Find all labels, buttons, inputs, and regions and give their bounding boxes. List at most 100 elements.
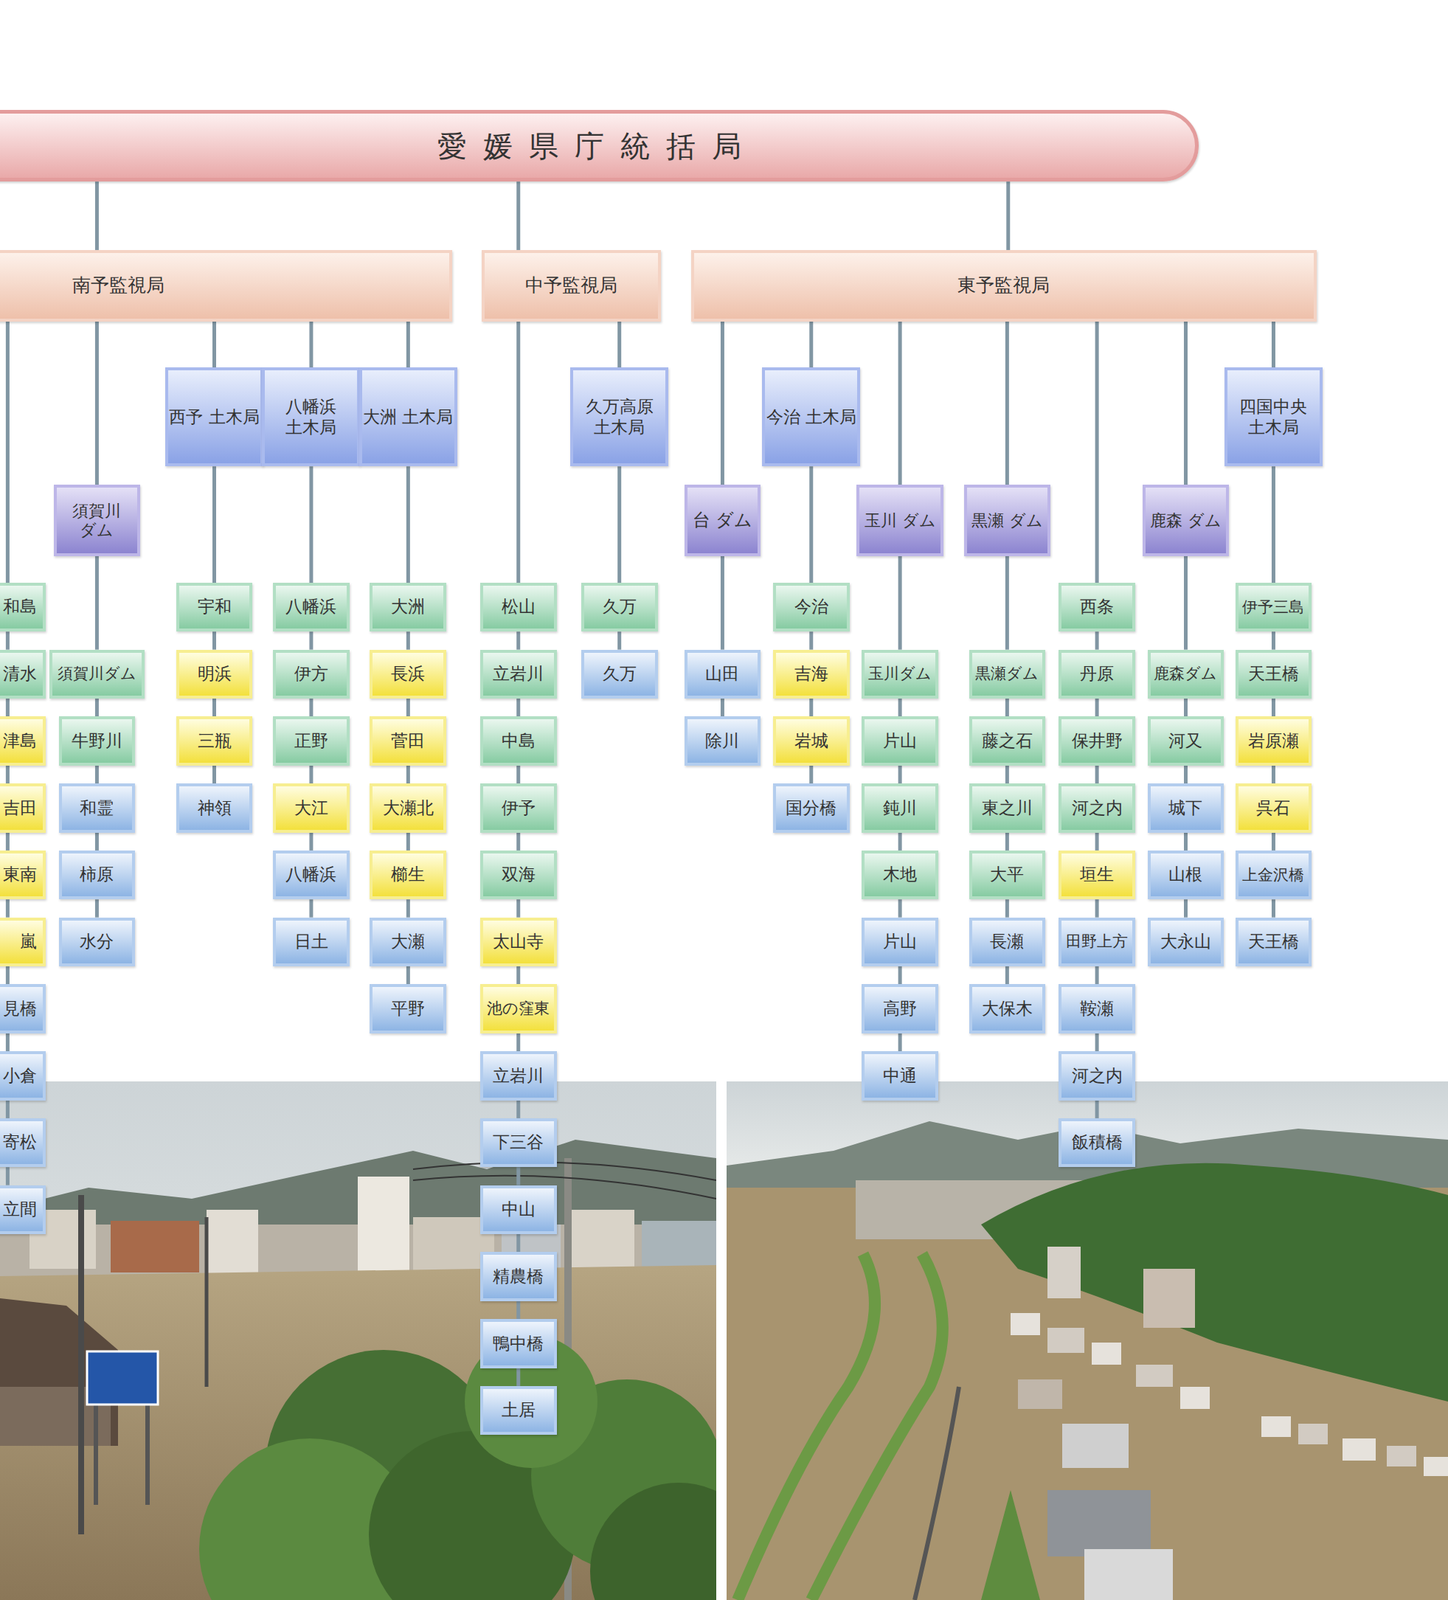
connector-line xyxy=(406,832,411,851)
connector-line xyxy=(898,321,903,485)
connector-line xyxy=(1271,765,1276,784)
node-label: 台 ダム xyxy=(692,509,754,532)
connector-line xyxy=(212,631,217,650)
node-label: 東南 xyxy=(2,864,37,886)
aerial-flood-photo xyxy=(726,1081,1448,1600)
node-label: 小倉 xyxy=(2,1065,37,1087)
station-box: 神領 xyxy=(176,783,254,833)
node-label: 神領 xyxy=(197,798,232,819)
connector-line xyxy=(95,832,99,851)
node-label: 東予監視局 xyxy=(957,274,1050,297)
connector-line xyxy=(898,1033,903,1052)
connector-line xyxy=(5,765,10,784)
grass xyxy=(981,1490,1041,1600)
node-label: 中予監視局 xyxy=(525,274,618,297)
wire xyxy=(413,1175,717,1199)
monitor-band: 東予監視局 xyxy=(691,250,1317,322)
station-box: 河之内 xyxy=(1058,1051,1136,1100)
station-box: 和霊 xyxy=(59,783,136,833)
node-label: 高野 xyxy=(882,998,917,1020)
node-label: 今治 xyxy=(794,596,829,618)
station-box: 玉川ダム xyxy=(861,649,939,699)
connector-line xyxy=(1005,765,1010,784)
connector-line xyxy=(898,966,903,985)
connector-line xyxy=(1271,899,1276,917)
node-label: 中山 xyxy=(501,1199,536,1221)
node-label: 吉田 xyxy=(2,798,37,819)
connector-line xyxy=(809,698,813,717)
station-box: 垣生 xyxy=(1058,850,1136,900)
station-box: 立岩川 xyxy=(480,649,557,699)
node-label: 城下 xyxy=(1168,798,1203,819)
station-box: 大保木 xyxy=(969,984,1046,1033)
house xyxy=(1010,1313,1041,1336)
node-label: 久万 xyxy=(602,663,637,685)
levee xyxy=(737,1253,875,1600)
building xyxy=(641,1220,717,1273)
station-box: 八幡浜 xyxy=(272,850,350,900)
node-label: 大洲 xyxy=(390,596,425,618)
utility-pole xyxy=(78,1194,85,1535)
node-label: 下三谷 xyxy=(492,1132,544,1153)
station-box: 正野 xyxy=(272,716,350,765)
station-box: 中島 xyxy=(480,716,557,765)
connector-line xyxy=(898,556,903,650)
connector-line xyxy=(406,765,411,784)
connector-line xyxy=(516,631,521,650)
station-box: 小倉 xyxy=(0,1051,46,1100)
node-label: 東之川 xyxy=(981,798,1033,819)
connector-line xyxy=(516,899,521,917)
connector-line xyxy=(1183,321,1188,485)
node-label: 鹿森ダム xyxy=(1153,664,1218,684)
connector-line xyxy=(5,966,10,985)
station-box: 寄松 xyxy=(0,1118,46,1167)
connector-line xyxy=(5,1033,10,1052)
utility-pole xyxy=(205,1217,209,1387)
street-flood-photo xyxy=(0,1081,717,1600)
connector-line xyxy=(5,832,10,851)
connector-line xyxy=(1005,698,1010,717)
sign-pole xyxy=(93,1404,99,1505)
node-label: 中通 xyxy=(882,1065,917,1087)
connector-line xyxy=(516,321,521,583)
connector-line xyxy=(1271,631,1276,650)
connector-line xyxy=(406,631,411,650)
station-box: 鹿森ダム xyxy=(1147,649,1225,699)
station-box: 木地 xyxy=(861,850,939,900)
house xyxy=(1062,1423,1129,1468)
node-label: 中島 xyxy=(501,731,536,752)
station-box: 柿原 xyxy=(59,850,136,900)
house xyxy=(1261,1416,1291,1437)
station-box: 藤之石 xyxy=(969,716,1046,765)
station-box: 津島 xyxy=(0,716,46,765)
node-label: 鞍瀬 xyxy=(1079,998,1114,1020)
station-box: 山田 xyxy=(684,649,762,699)
node-label: 丹原 xyxy=(1079,663,1114,685)
building xyxy=(206,1209,259,1277)
station-box: 立間 xyxy=(0,1185,46,1235)
station-box: 山根 xyxy=(1147,850,1225,900)
node-label: 寄松 xyxy=(2,1132,37,1153)
node-label: 西予 土木局 xyxy=(168,406,259,428)
node-label: 立岩川 xyxy=(492,1065,544,1087)
node-label: 池の窪東 xyxy=(486,999,550,1018)
station-box: 太山寺 xyxy=(480,917,557,967)
station-box: 除川 xyxy=(684,716,762,765)
node-label: 松山 xyxy=(501,596,536,618)
connector-line xyxy=(5,1100,10,1119)
connector-line xyxy=(309,466,313,583)
station-box: 立岩川 xyxy=(480,1051,557,1100)
house xyxy=(1342,1438,1376,1461)
connector-line xyxy=(617,466,622,583)
connector-line xyxy=(516,1368,521,1387)
node-label: 牛野川 xyxy=(71,731,123,752)
node-label: 正野 xyxy=(294,731,329,752)
connector-line xyxy=(5,899,10,917)
station-box: 飯積橋 xyxy=(1058,1118,1136,1167)
connector-line xyxy=(516,1301,521,1319)
station-box: 河之内 xyxy=(1058,783,1136,833)
station-box: 牛野川 xyxy=(59,716,136,765)
station-box: 高野 xyxy=(861,984,939,1033)
station-box: 城下 xyxy=(1147,783,1225,833)
